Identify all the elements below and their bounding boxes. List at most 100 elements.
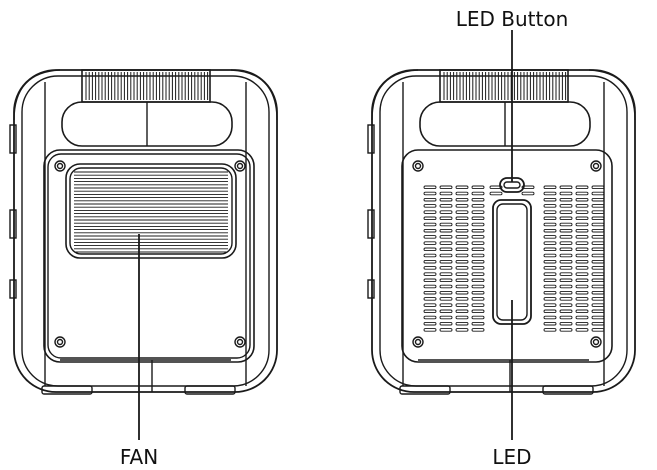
vent-slot <box>575 309 589 314</box>
handle-grip <box>439 69 569 103</box>
vent-slot <box>455 315 469 320</box>
vent-slot <box>543 204 557 208</box>
vent-slot <box>543 247 557 252</box>
vent-slot <box>489 185 503 190</box>
foot-left <box>41 385 93 395</box>
corner-bumper-tl <box>371 69 419 121</box>
vent-slot <box>543 328 557 332</box>
vent-slot <box>559 297 573 301</box>
vent-slot <box>575 241 589 245</box>
vent-slot <box>455 297 469 301</box>
vent-slot <box>455 309 469 314</box>
vent-slot <box>423 222 437 227</box>
vent-slot <box>423 253 437 258</box>
corner-bumper-tr <box>588 69 636 121</box>
vent-slot <box>575 191 589 196</box>
vent-slot <box>559 259 573 264</box>
vent-slot <box>559 272 573 276</box>
screw-outer <box>590 160 602 172</box>
vent-slot <box>423 315 437 320</box>
vent-slot <box>559 278 573 283</box>
vent-slot <box>591 315 605 320</box>
vent-slot <box>575 216 589 221</box>
inner-shell <box>379 75 628 387</box>
vent-slot <box>471 210 485 214</box>
vent-slot <box>575 204 589 208</box>
vent-slot <box>471 228 485 233</box>
vent-slot <box>559 216 573 221</box>
vent-slot <box>423 303 437 307</box>
vent-slot <box>439 309 453 314</box>
vent-slot <box>455 303 469 307</box>
side-latch-left-mid <box>9 209 17 239</box>
vent-slot <box>591 303 605 307</box>
vent-slot <box>439 259 453 264</box>
vent-slot <box>423 241 437 245</box>
side-latch-left-low <box>9 279 17 299</box>
vent-slot <box>575 235 589 239</box>
vent-slot <box>423 284 437 289</box>
screw-outer <box>54 336 66 348</box>
vent-slot <box>471 259 485 264</box>
vent-slot <box>471 321 485 326</box>
vent-slot <box>471 328 485 332</box>
vent-slot <box>543 253 557 258</box>
vent-slot <box>455 290 469 295</box>
led-button-inner <box>503 181 521 189</box>
vent-slot <box>559 328 573 332</box>
vent-slot <box>591 228 605 233</box>
corner-bumper-tl <box>13 69 61 121</box>
vent-slot <box>471 241 485 245</box>
vent-slot <box>591 321 605 326</box>
screw-inner <box>592 162 600 170</box>
vent-slot <box>559 210 573 214</box>
screw-inner <box>592 338 600 346</box>
foot-left <box>399 385 451 395</box>
vent-slot <box>423 272 437 276</box>
vent-slot <box>455 272 469 276</box>
vent-slot <box>591 259 605 264</box>
fan-label: FAN <box>120 445 158 469</box>
vent-slot <box>471 272 485 276</box>
vent-slot <box>439 228 453 233</box>
vent-slot <box>575 210 589 214</box>
vent-slot <box>439 210 453 214</box>
side-latch-left-top <box>9 124 17 154</box>
left-device-fan-side <box>9 69 278 395</box>
vent-slot <box>423 290 437 295</box>
vent-slot <box>439 204 453 208</box>
vent-slot <box>575 328 589 332</box>
screw-inner <box>236 162 244 170</box>
screw-outer <box>590 336 602 348</box>
vent-slot <box>423 197 437 202</box>
vent-slot <box>591 210 605 214</box>
screw-outer <box>412 336 424 348</box>
side-latch-left-top <box>367 124 375 154</box>
vent-slot <box>423 328 437 332</box>
vent-slot <box>591 191 605 196</box>
vent-slot <box>471 253 485 258</box>
vent-slot <box>471 185 485 190</box>
vent-slot <box>439 328 453 332</box>
fan-panel-inner <box>47 153 251 359</box>
fan-grille-inner <box>69 167 233 255</box>
vent-slot <box>455 185 469 190</box>
vent-slot <box>439 247 453 252</box>
vent-slot <box>471 235 485 239</box>
screw-inner <box>56 338 64 346</box>
vent-slot <box>455 228 469 233</box>
vent-slot <box>575 185 589 190</box>
vent-slot <box>559 266 573 270</box>
vent-slot <box>543 216 557 221</box>
vent-slot <box>559 222 573 227</box>
vent-slot <box>423 228 437 233</box>
screw-inner <box>414 338 422 346</box>
vent-slot <box>423 204 437 208</box>
vent-slot <box>559 185 573 190</box>
vent-slot <box>543 228 557 233</box>
screw-outer <box>234 160 246 172</box>
vent-slot <box>575 259 589 264</box>
screw-outer <box>412 160 424 172</box>
vent-slot <box>575 222 589 227</box>
